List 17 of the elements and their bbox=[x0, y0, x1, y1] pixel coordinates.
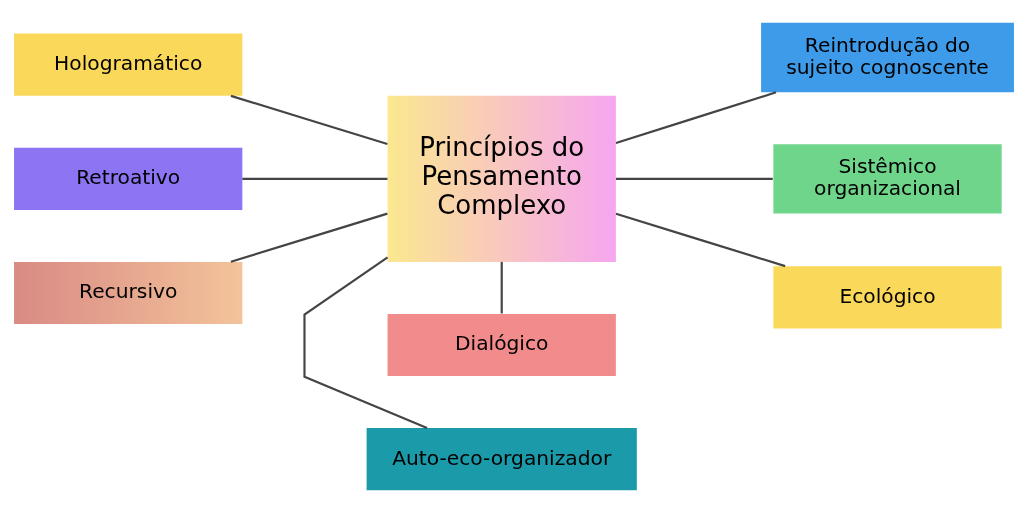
connector bbox=[230, 94, 388, 145]
connector bbox=[615, 90, 777, 144]
node-box: Dialógico bbox=[387, 313, 616, 376]
connector bbox=[616, 177, 773, 180]
node-box: Reintrodução do sujeito cognoscente bbox=[761, 22, 1014, 92]
node-box: Retroativo bbox=[14, 147, 243, 210]
node-box: Princípios do Pensamento Complexo bbox=[387, 95, 616, 262]
connector bbox=[303, 256, 428, 429]
node-box: Hologramático bbox=[14, 33, 243, 96]
node-box: Recursivo bbox=[14, 261, 243, 324]
connector bbox=[500, 261, 503, 313]
node-box: Auto-eco-organizador bbox=[366, 427, 637, 490]
connector bbox=[242, 177, 388, 180]
connector bbox=[615, 212, 786, 267]
node-box: Ecológico bbox=[773, 265, 1002, 328]
node-box: Sistêmico organizacional bbox=[773, 143, 1002, 213]
connector bbox=[230, 212, 388, 263]
